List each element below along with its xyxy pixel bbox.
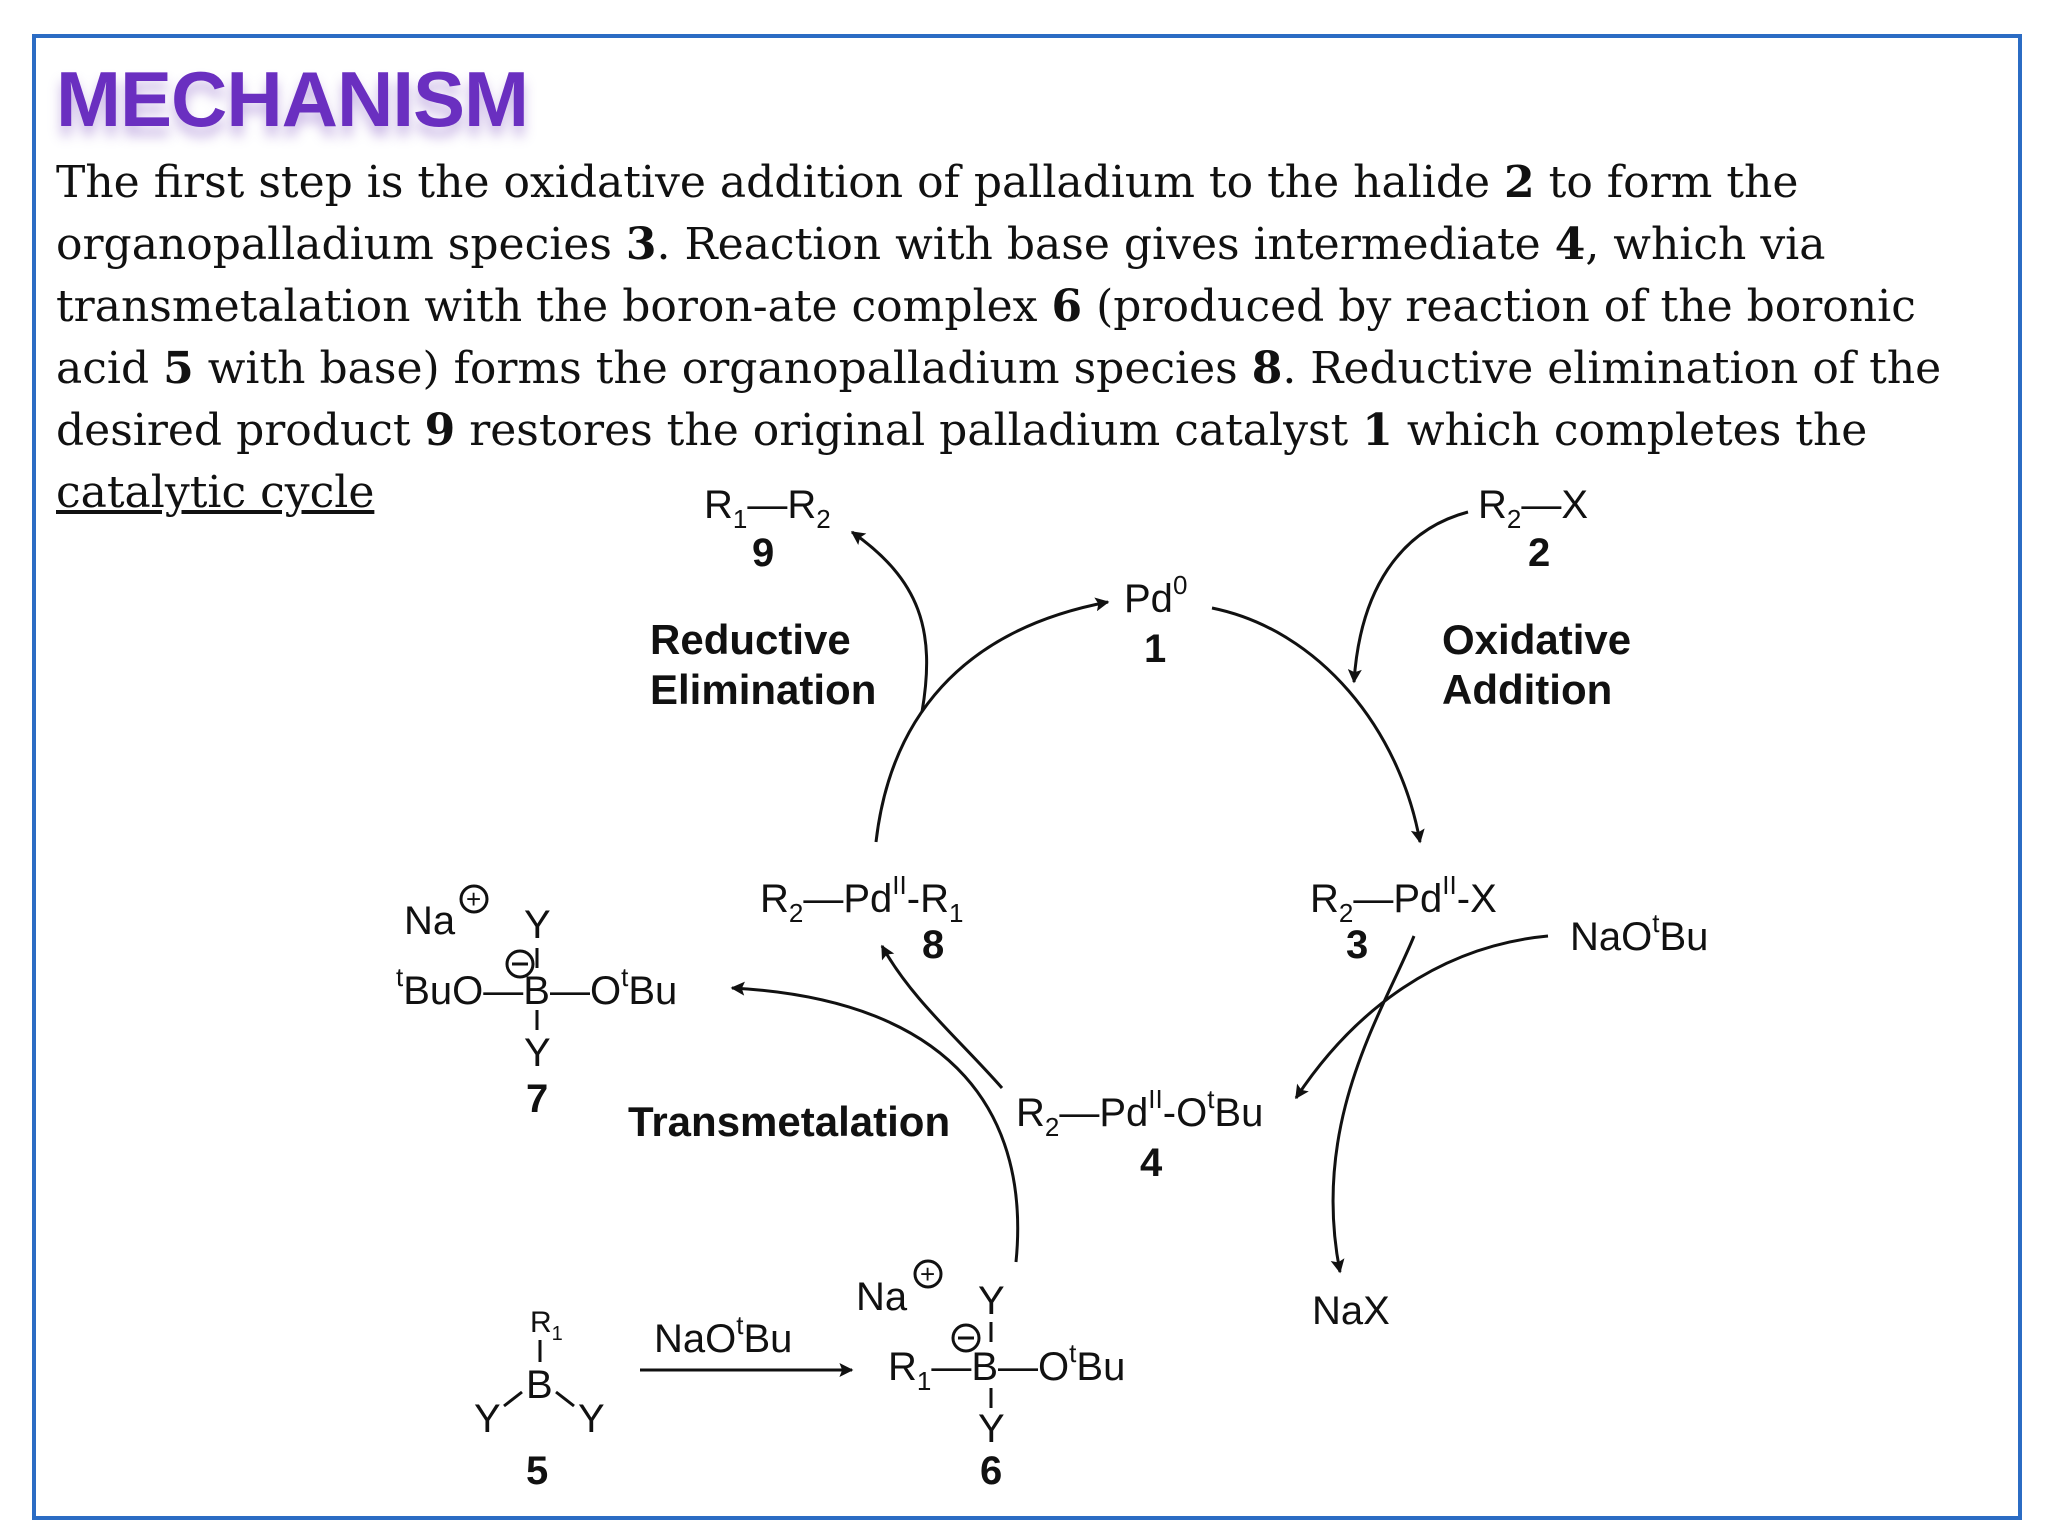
arc-3-to-nax xyxy=(1330,935,1416,1274)
slide-title: MECHANISM xyxy=(56,55,529,143)
r2-pd-r1-formula: R2—PdII-R1 xyxy=(760,870,963,928)
compound-6-number: 6 xyxy=(980,1449,1002,1493)
svg-text:+: + xyxy=(466,884,481,914)
svg-text:Na: Na xyxy=(404,899,456,943)
mechanism-paragraph: The first step is the oxidative addition… xyxy=(56,157,1942,518)
oxidative-label-2: Addition xyxy=(1442,666,1612,713)
arc-1-to-3 xyxy=(1211,606,1425,844)
svg-text:Y: Y xyxy=(578,1397,605,1441)
svg-text:+: + xyxy=(920,1259,935,1289)
svg-text:R1—B—OtBu: R1—B—OtBu xyxy=(888,1338,1125,1396)
svg-text:Y: Y xyxy=(524,903,551,947)
arc-8-to-1 xyxy=(874,597,1110,843)
r2-x-formula: R2—X xyxy=(1478,483,1588,534)
svg-text:tBuO—B—OtBu: tBuO—B—OtBu xyxy=(396,962,677,1013)
svg-text:Y: Y xyxy=(978,1407,1005,1451)
arc-6-to-7 xyxy=(730,981,1020,1263)
compound-9-number: 9 xyxy=(752,531,774,575)
compound-1-number: 1 xyxy=(1144,627,1166,671)
r2-pd-x-formula: R2—PdII-X xyxy=(1310,870,1497,928)
transmetalation-label: Transmetalation xyxy=(628,1098,950,1145)
compound-3-number: 3 xyxy=(1346,923,1368,967)
compound-2-number: 2 xyxy=(1528,531,1550,575)
compound-7-number: 7 xyxy=(526,1077,548,1121)
r2-pd-otbu-formula: R2—PdII-OtBu xyxy=(1016,1084,1263,1142)
borate-complex-7: Na + Y tBuO—B—OtBu Y xyxy=(396,884,677,1075)
svg-text:B: B xyxy=(526,1363,553,1407)
borate-complex-6: Na + Y R1—B—OtBu Y xyxy=(856,1259,1125,1451)
compound-4-number: 4 xyxy=(1140,1141,1163,1185)
compound-5-number: 5 xyxy=(526,1449,548,1493)
slide-frame xyxy=(32,34,2022,1520)
compound-8-number: 8 xyxy=(922,923,944,967)
reductive-label-1: Reductive xyxy=(650,616,851,663)
base-reagent-bottom: NaOtBu xyxy=(654,1310,792,1361)
arc-to-9 xyxy=(850,530,929,713)
oxidative-label-1: Oxidative xyxy=(1442,616,1631,663)
reductive-label-2: Elimination xyxy=(650,666,876,713)
svg-text:R1: R1 xyxy=(530,1306,563,1345)
arc-2-to-3 xyxy=(1347,510,1469,684)
r1-r2-formula: R1—R2 xyxy=(704,483,831,534)
arc-3-to-4 xyxy=(1294,934,1549,1100)
catalytic-cycle-link[interactable]: catalytic cycle xyxy=(56,467,375,518)
svg-text:Y: Y xyxy=(524,1031,551,1075)
svg-text:Y: Y xyxy=(474,1397,501,1441)
arc-4-to-8 xyxy=(880,944,1004,1089)
svg-text:Na: Na xyxy=(856,1275,908,1319)
boronic-acid-5: R1 B Y Y xyxy=(474,1306,605,1441)
nax-byproduct: NaX xyxy=(1312,1289,1390,1333)
base-reagent-right: NaOtBu xyxy=(1570,908,1708,959)
svg-text:Y: Y xyxy=(978,1279,1005,1323)
pd0-formula: Pd0 xyxy=(1124,570,1187,621)
